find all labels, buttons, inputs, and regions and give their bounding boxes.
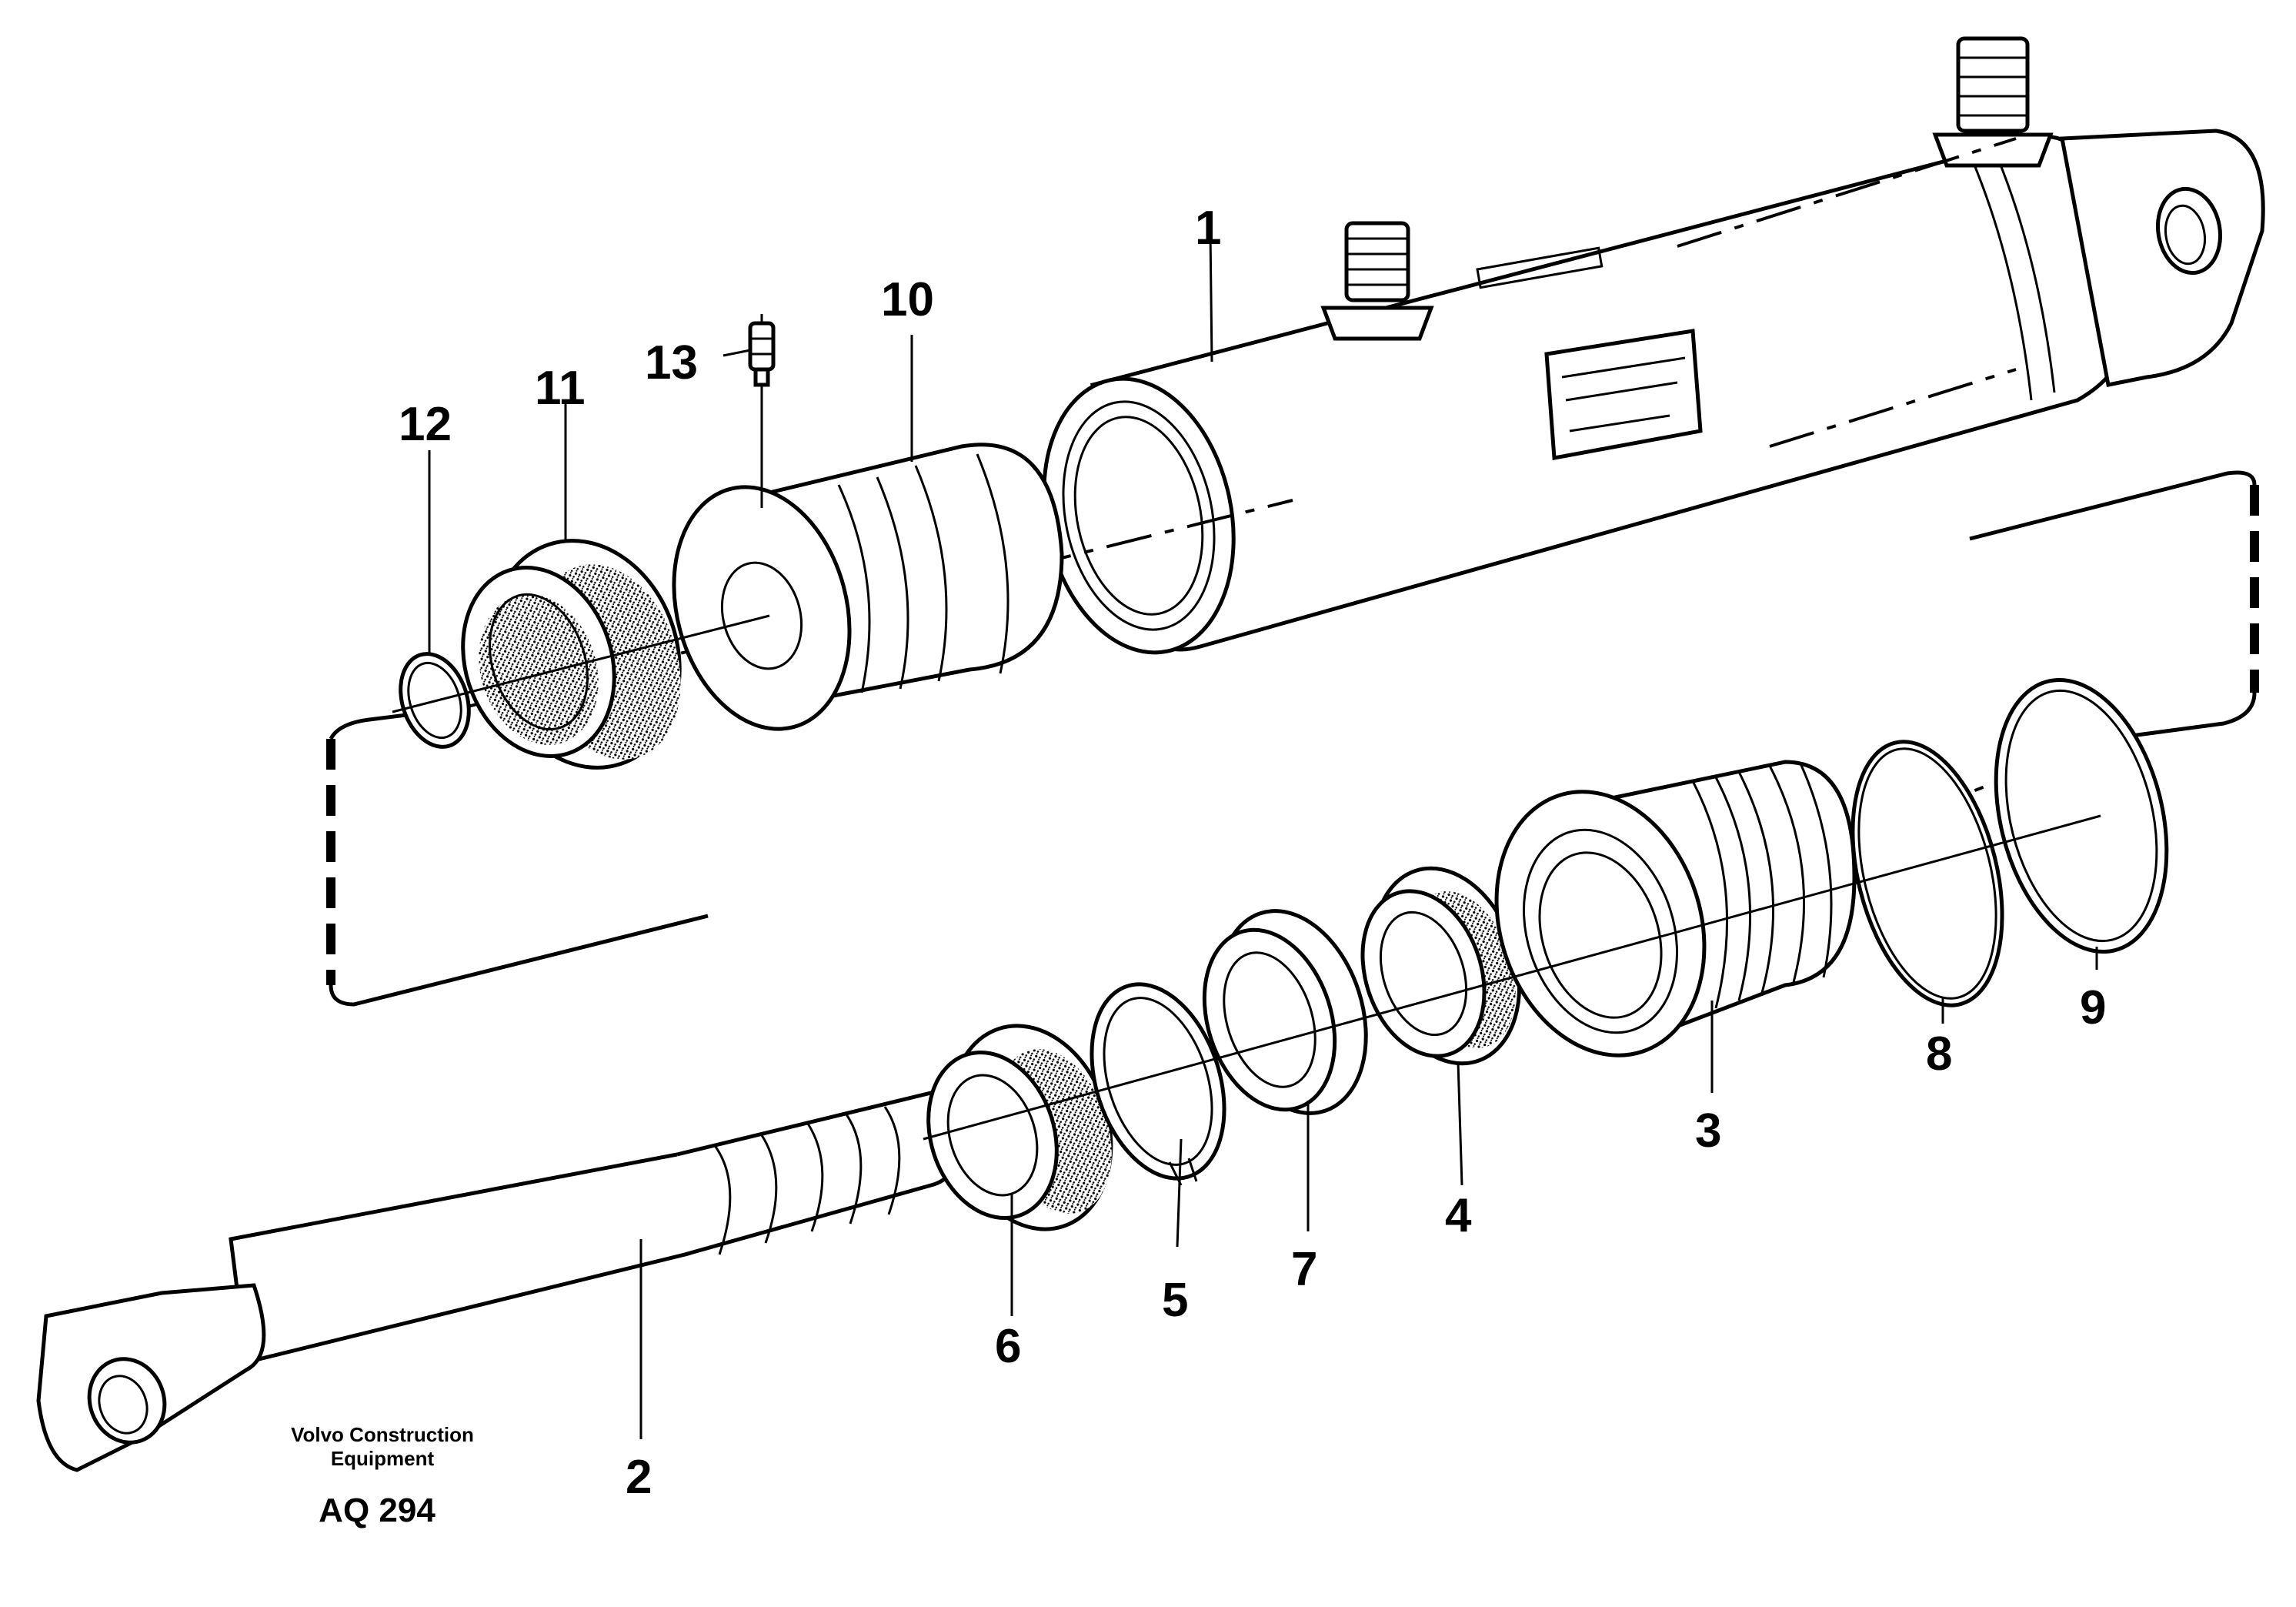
- snap-ring: [1090, 982, 1226, 1186]
- part-label-2: 2: [626, 1451, 652, 1504]
- piston-rod: [36, 1091, 964, 1472]
- part-label-10: 10: [881, 273, 934, 326]
- rod-wiper: [926, 1024, 1113, 1231]
- part-label-11: 11: [535, 362, 586, 415]
- part-label-6: 6: [995, 1320, 1021, 1373]
- footer: Volvo Construction Equipment AQ 294: [291, 1423, 474, 1529]
- grease-nipple: [748, 314, 776, 508]
- part-label-12: 12: [399, 398, 452, 451]
- part-label-7: 7: [1291, 1243, 1317, 1296]
- axis-lines: [392, 614, 2101, 1141]
- port-fitting-rear: [1932, 36, 2054, 168]
- part-label-9: 9: [2080, 981, 2106, 1034]
- publisher-line-2: Equipment: [331, 1447, 435, 1470]
- o-ring-large: [1850, 740, 2004, 1007]
- backup-ring: [1994, 678, 2169, 954]
- part-label-1: 1: [1195, 202, 1221, 255]
- part-labels: 1 2 3 4 5 6 7 8 9 10 11 12 13: [399, 202, 2106, 1504]
- cylinder-tube: [1042, 36, 2265, 655]
- part-label-8: 8: [1926, 1027, 1952, 1081]
- piston: [1494, 760, 1857, 1057]
- document-code: AQ 294: [319, 1492, 436, 1529]
- leader-lines: [428, 232, 2098, 1439]
- part-label-13: 13: [645, 336, 698, 389]
- guide-ring: [1202, 909, 1368, 1115]
- part-label-5: 5: [1162, 1274, 1188, 1327]
- cylinder-head: [672, 443, 1064, 731]
- publisher-line-1: Volvo Construction: [291, 1423, 474, 1446]
- wiper-ring: [461, 539, 682, 770]
- port-fitting-front: [1320, 221, 1434, 341]
- part-label-4: 4: [1445, 1189, 1472, 1242]
- rod-seal: [1360, 866, 1522, 1066]
- part-label-3: 3: [1695, 1104, 1721, 1158]
- nameplate: [1544, 329, 1703, 460]
